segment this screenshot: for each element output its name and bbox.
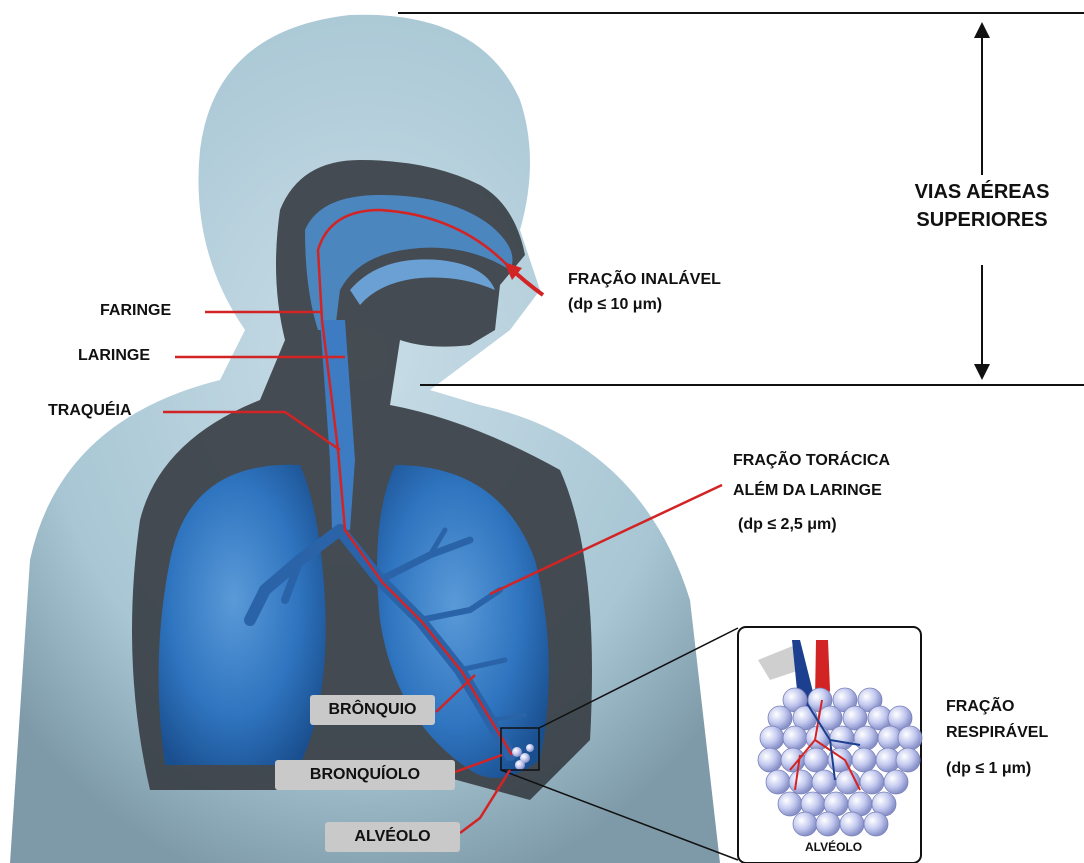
alveolus-sphere [854,726,878,750]
alveolus-sphere [783,726,807,750]
vias-aereas-line1: VIAS AÉREAS [890,180,1074,205]
fracao-inalavel-title: FRAÇÃO INALÁVEL [568,271,721,289]
alveolus-sphere [804,748,828,772]
fracao-respiravel-line1: FRAÇÃO [946,698,1014,716]
label-laringe: LARINGE [78,347,150,365]
alveolus-sphere [840,812,864,836]
alveolus-sphere [760,726,784,750]
alveolus-sphere [884,770,908,794]
fracao-toracica-size: (dp ≤ 2,5 μm) [738,516,837,534]
alveolus-sphere [793,812,817,836]
alveolus-sphere [830,726,854,750]
alveolus-sphere [766,770,790,794]
inset-alveolo-label: ALVÉOLO [805,840,862,854]
fracao-toracica-line2: ALÉM DA LARINGE [733,482,882,500]
alveolus-sphere [860,770,884,794]
alveolus-sphere [898,726,922,750]
alveolus-sphere [781,748,805,772]
fracao-toracica-line1: FRAÇÃO TORÁCICA [733,452,890,470]
alveolus-inset [738,627,922,863]
label-bronquio: BRÔNQUIO [310,695,435,725]
fracao-respiravel-size: (dp ≤ 1 μm) [946,760,1031,778]
alveolus-sphere [852,748,876,772]
label-traqueia: TRAQUÉIA [48,402,132,420]
alveolus-sphere [778,792,802,816]
alveolus-sphere [816,812,840,836]
vias-aereas-line2: SUPERIORES [890,208,1074,233]
alveolus-sphere [789,770,813,794]
alveolus-sphere [864,812,888,836]
label-alveolo: ALVÉOLO [325,822,460,852]
label-bronquiolo: BRONQUÍOLO [275,760,455,790]
fracao-inalavel-size: (dp ≤ 10 μm) [568,296,662,314]
alveolus-sphere [758,748,782,772]
alveolus-sphere [812,770,836,794]
fracao-respiravel-line2: RESPIRÁVEL [946,724,1048,742]
label-faringe: FARINGE [100,302,171,320]
alveolus-sphere [896,748,920,772]
